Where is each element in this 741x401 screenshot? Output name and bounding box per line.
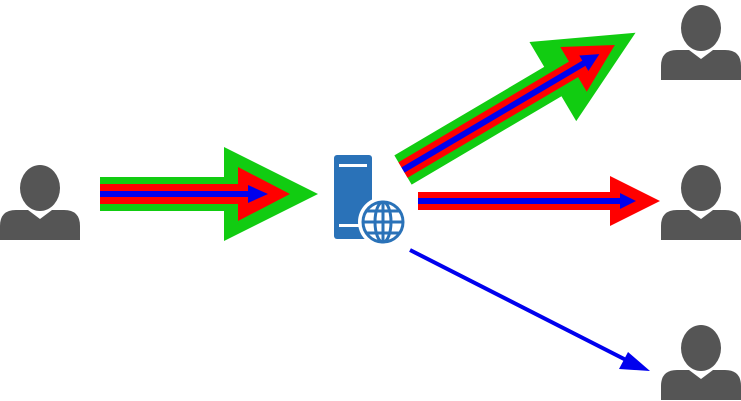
arrow-source-to-server [100,147,318,241]
recipient-user-bottom-icon [661,325,741,400]
blue-layer-arrowhead [619,352,650,371]
arrow-server-to-top-user [394,32,636,185]
arrow-server-to-middle-user [418,176,660,226]
blue-layer-arrow [100,185,268,203]
recipient-user-middle-icon [661,165,741,240]
recipient-user-top-icon [661,5,741,80]
blue-layer-arrow [401,54,600,173]
blue-layer-arrow [418,193,636,209]
blue-layer-line [409,248,631,364]
arrow-server-to-bottom-user [409,248,650,371]
globe-icon [361,200,405,244]
source-user-icon [0,165,80,240]
web-server-icon [334,155,408,247]
